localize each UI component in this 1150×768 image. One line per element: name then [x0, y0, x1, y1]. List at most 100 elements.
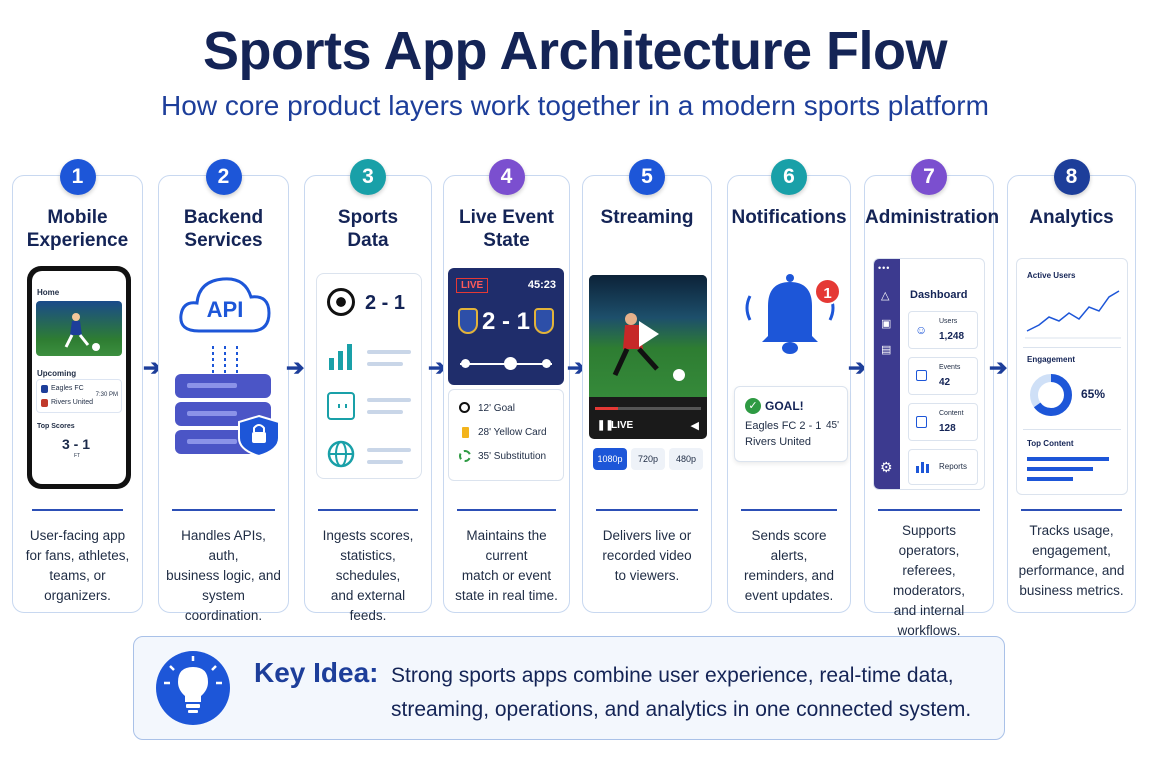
arrow-right-icon: ➔ [143, 355, 162, 380]
stat-label: Content [939, 410, 964, 417]
stat-card-reports[interactable]: Reports [908, 449, 978, 485]
page-subtitle: How core product layers work together in… [161, 90, 989, 121]
key-idea-label: Key Idea: [254, 657, 379, 688]
arrow-right-icon: ➔ [848, 355, 867, 380]
step-badge: 5 [629, 159, 665, 195]
page-title: Sports App Architecture Flow [202, 21, 948, 81]
step-title-line: Experience [26, 230, 129, 251]
document-icon[interactable]: ▤ [881, 344, 892, 356]
upcoming-match-card[interactable]: Eagles FC Rivers United 7:30 PM [36, 379, 122, 413]
stat-label: Reports [939, 462, 968, 471]
full-time-label: FT [74, 453, 81, 459]
event-item: 35' Substitution [478, 451, 547, 462]
stat-value: 1,248 [939, 331, 965, 342]
stat-value: 42 [939, 377, 951, 388]
arrow-right-icon: ➔ [286, 355, 305, 380]
data-line [367, 398, 411, 402]
stat-label: Events [939, 364, 961, 371]
admin-dashboard: ••• △ ▣ ▤ ⚙ Dashboard ☺ Users 1,248 Even… [873, 258, 985, 490]
step-divider [32, 509, 123, 511]
arrow-right-icon: ➔ [428, 355, 447, 380]
live-scoreboard: LIVE 45:23 2 - 1 [448, 268, 564, 385]
stat-card-events[interactable]: Events 42 [908, 357, 978, 395]
menu-dots-icon[interactable]: ••• [878, 263, 891, 273]
engagement-donut-chart [1030, 374, 1072, 416]
active-users-label: Active Users [1027, 271, 1076, 280]
step-badge: 8 [1053, 159, 1090, 195]
step-divider [878, 509, 980, 511]
settings-icon[interactable]: ⚙ [880, 459, 893, 475]
team-name: Rivers United [51, 399, 94, 406]
step-badge: 2 [205, 159, 242, 195]
live-badge: LIVE [456, 278, 489, 293]
top-content-bar [1027, 457, 1109, 461]
quality-option-720p[interactable]: 720p [631, 448, 665, 470]
api-cloud-icon: API [177, 271, 273, 337]
data-line [367, 350, 411, 354]
step-badge: 6 [771, 159, 807, 195]
step-card-streaming: 5 Streaming ❚❚ LIVE ◀ 1080p 720p 480p De… [582, 159, 712, 613]
timeline-marker[interactable] [504, 357, 517, 370]
stat-label: Users [939, 318, 958, 325]
timeline-marker [542, 359, 551, 368]
pause-icon[interactable]: ❚❚ [597, 420, 614, 431]
lightbulb-icon [156, 651, 230, 725]
data-score: 2 - 1 [365, 292, 406, 314]
top-content-bar [1027, 477, 1073, 481]
data-feed-panel: 2 - 1 [316, 273, 422, 479]
stat-card-content[interactable]: Content 128 [908, 403, 978, 441]
step-divider [741, 509, 837, 511]
grid-icon[interactable]: ▣ [881, 318, 892, 330]
play-icon[interactable] [639, 321, 659, 347]
volume-icon[interactable]: ◀ [690, 420, 699, 432]
globe-icon [327, 440, 355, 468]
step-description: Supports operators,referees, moderators,… [892, 523, 966, 638]
step-divider [318, 509, 418, 511]
step-title: Streaming [600, 207, 694, 228]
notification-minute: 45' [825, 420, 839, 431]
donut-fill [1030, 374, 1072, 416]
content-icon [916, 416, 927, 428]
hero-image [36, 301, 122, 356]
soccer-ball-icon [327, 288, 355, 316]
alert-icon[interactable]: △ [881, 290, 890, 302]
step-title: Notifications [731, 207, 847, 228]
app-home-label: Home [37, 288, 60, 297]
api-label: API [206, 297, 244, 322]
step-divider [1021, 509, 1122, 511]
quality-option-1080p[interactable]: 1080p [593, 448, 627, 470]
top-content-label: Top Content [1027, 439, 1074, 448]
team-crest-icon [458, 308, 478, 334]
key-idea-text: Strong sports apps combine user experien… [391, 664, 972, 721]
video-player[interactable]: ❚❚ LIVE ◀ [589, 275, 707, 439]
step-badge: 1 [59, 159, 96, 195]
key-idea-box: Key Idea: Strong sports apps combine use… [133, 636, 1005, 740]
stat-value: 128 [939, 423, 956, 434]
step-description: Tracks usage,engagement,performance, and… [1018, 523, 1125, 598]
step-badge: 3 [350, 159, 386, 195]
step-badge: 4 [488, 159, 525, 195]
analytics-separator [1023, 347, 1121, 348]
quality-option-480p[interactable]: 480p [669, 448, 703, 470]
user-icon: ☺ [915, 323, 928, 337]
event-item: 12' Goal [478, 403, 515, 414]
video-progress-bar[interactable] [595, 407, 701, 410]
step-card-analytics: 8 Analytics Active Users Engagement 65% … [1007, 159, 1136, 613]
notification-card[interactable]: ✓ GOAL! Eagles FC 2 - 1 45' Rivers Unite… [734, 386, 848, 462]
team-crest-icon [41, 385, 48, 393]
engagement-label: Engagement [1027, 355, 1076, 364]
stat-card-users[interactable]: ☺ Users 1,248 [908, 311, 978, 349]
active-users-line-chart [1025, 290, 1121, 339]
server-stack-icon [173, 346, 283, 458]
check-icon: ✓ [745, 398, 761, 414]
step-title: Administration [865, 207, 1000, 228]
calendar-icon [327, 392, 355, 420]
